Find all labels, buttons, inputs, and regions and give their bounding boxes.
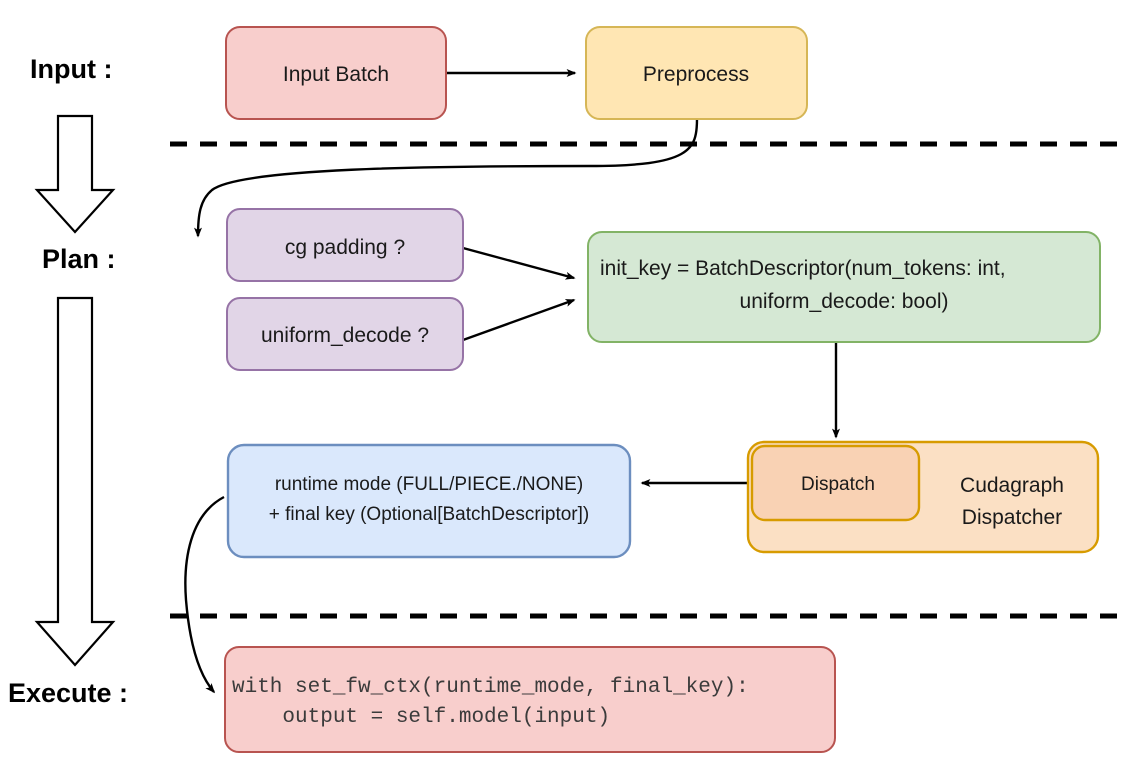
stage-label-execute: Execute : xyxy=(8,678,128,708)
node-init-key-label-line2: uniform_decode: bool) xyxy=(740,290,949,313)
node-dispatch-label: Dispatch xyxy=(801,474,875,495)
node-runtime-mode-label-line1: runtime mode (FULL/PIECE./NONE) xyxy=(275,474,583,495)
node-runtime-mode-box[interactable] xyxy=(226,443,632,559)
node-execute-code[interactable]: with set_fw_ctx(runtime_mode, final_key)… xyxy=(224,646,836,753)
node-init-key-label-line1: init_key = BatchDescriptor(num_tokens: i… xyxy=(600,257,1006,280)
node-execute-code-box[interactable] xyxy=(224,646,836,753)
node-cg-padding[interactable]: cg padding ? xyxy=(226,208,464,282)
node-dispatch-box[interactable] xyxy=(750,444,921,522)
node-execute-code-line2: output = self.model(input) xyxy=(232,706,610,729)
node-runtime-mode[interactable]: runtime mode (FULL/PIECE./NONE) + final … xyxy=(226,443,632,559)
node-preprocess[interactable]: Preprocess xyxy=(585,26,808,120)
node-input-batch-box[interactable] xyxy=(225,26,447,120)
node-dispatch[interactable]: Dispatch xyxy=(750,444,921,522)
node-uniform-decode-box[interactable] xyxy=(226,297,464,371)
node-execute-code-line1: with set_fw_ctx(runtime_mode, final_key)… xyxy=(232,676,749,699)
node-input-batch-label: Input Batch xyxy=(283,63,389,86)
node-uniform-decode[interactable]: uniform_decode ? xyxy=(226,297,464,371)
node-cudagraph-dispatcher-label-line2: Dispatcher xyxy=(962,506,1062,529)
stage-label-plan: Plan : xyxy=(42,244,116,274)
connector-uniform-decode-to-init-key xyxy=(462,298,576,342)
node-uniform-decode-label: uniform_decode ? xyxy=(261,324,429,347)
node-runtime-mode-label-line2: + final key (Optional[BatchDescriptor]) xyxy=(269,504,590,525)
node-init-key-box[interactable] xyxy=(587,231,1101,343)
stage-arrow-plan-to-execute-icon xyxy=(34,296,116,667)
node-cg-padding-label: cg padding ? xyxy=(285,236,405,259)
connector-preprocess-to-cg-padding xyxy=(194,118,699,238)
node-cg-padding-box[interactable] xyxy=(226,208,464,282)
node-input-batch[interactable]: Input Batch xyxy=(225,26,447,120)
node-preprocess-box[interactable] xyxy=(585,26,808,120)
connector-cg-padding-to-init-key xyxy=(462,246,576,280)
stage-label-input: Input : xyxy=(30,54,112,84)
node-cudagraph-dispatcher-label-line1: Cudagraph xyxy=(960,474,1064,497)
node-preprocess-label: Preprocess xyxy=(643,63,749,86)
node-init-key[interactable]: init_key = BatchDescriptor(num_tokens: i… xyxy=(587,231,1101,343)
stage-arrow-input-to-plan-icon xyxy=(34,114,116,234)
connector-runtime-mode-to-execute-code xyxy=(184,495,225,694)
